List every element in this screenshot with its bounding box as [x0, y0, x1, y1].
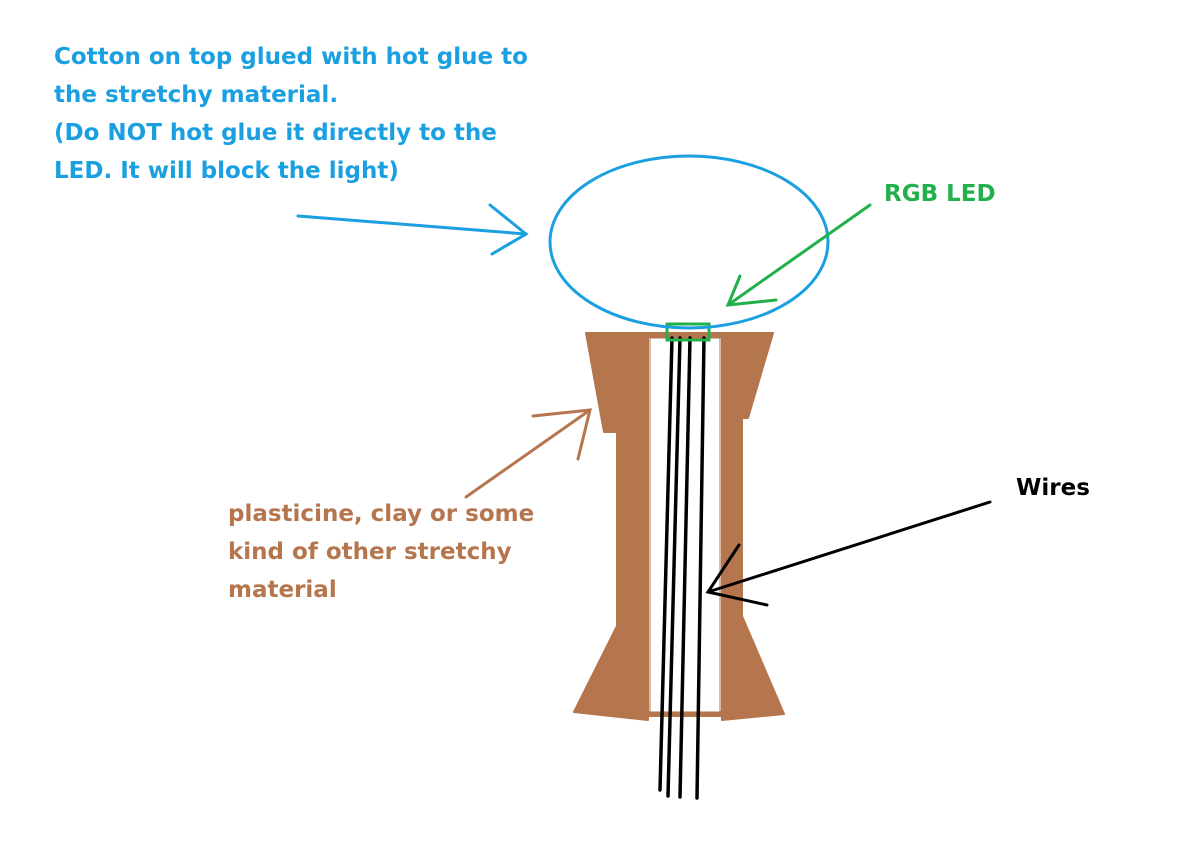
- clay-right-bottom-flare: [721, 615, 785, 721]
- clay-body: [573, 332, 785, 721]
- clay-left-bottom-flare: [573, 625, 649, 721]
- led-arrow: [725, 203, 872, 307]
- cotton-label-line: the stretchy material.: [54, 82, 339, 108]
- material-label: plasticine, clay or some kind of other s…: [228, 495, 534, 609]
- rgb-led-label: RGB LED: [884, 181, 996, 207]
- wire-4: [695, 336, 706, 800]
- cotton-label: Cotton on top glued with hot glue to the…: [54, 38, 528, 190]
- wire-1: [658, 336, 674, 792]
- clay-right-top-flare: [721, 332, 774, 419]
- material-label-line: material: [228, 577, 337, 603]
- cotton-label-line: LED. It will block the light): [54, 158, 399, 184]
- cotton-ellipse: [548, 154, 830, 330]
- material-label-line: plasticine, clay or some: [228, 501, 535, 527]
- clay-top-strip: [647, 332, 723, 338]
- clay-left-top-flare: [585, 332, 649, 433]
- material-label-line: kind of other stretchy: [228, 539, 512, 565]
- rgb-led: [665, 322, 711, 342]
- wires-label: Wires: [1016, 475, 1090, 501]
- cotton-label-line: (Do NOT hot glue it directly to the: [54, 120, 497, 146]
- cotton-arrow: [296, 203, 529, 256]
- cotton-label-line: Cotton on top glued with hot glue to: [54, 44, 528, 70]
- wire-3: [678, 336, 692, 799]
- clay-left-column: [616, 419, 649, 631]
- material-arrow: [464, 408, 592, 499]
- wire-2: [666, 336, 682, 798]
- wires: [658, 336, 706, 800]
- clay-bottom-strip: [647, 711, 723, 717]
- wires-arrow: [705, 500, 992, 607]
